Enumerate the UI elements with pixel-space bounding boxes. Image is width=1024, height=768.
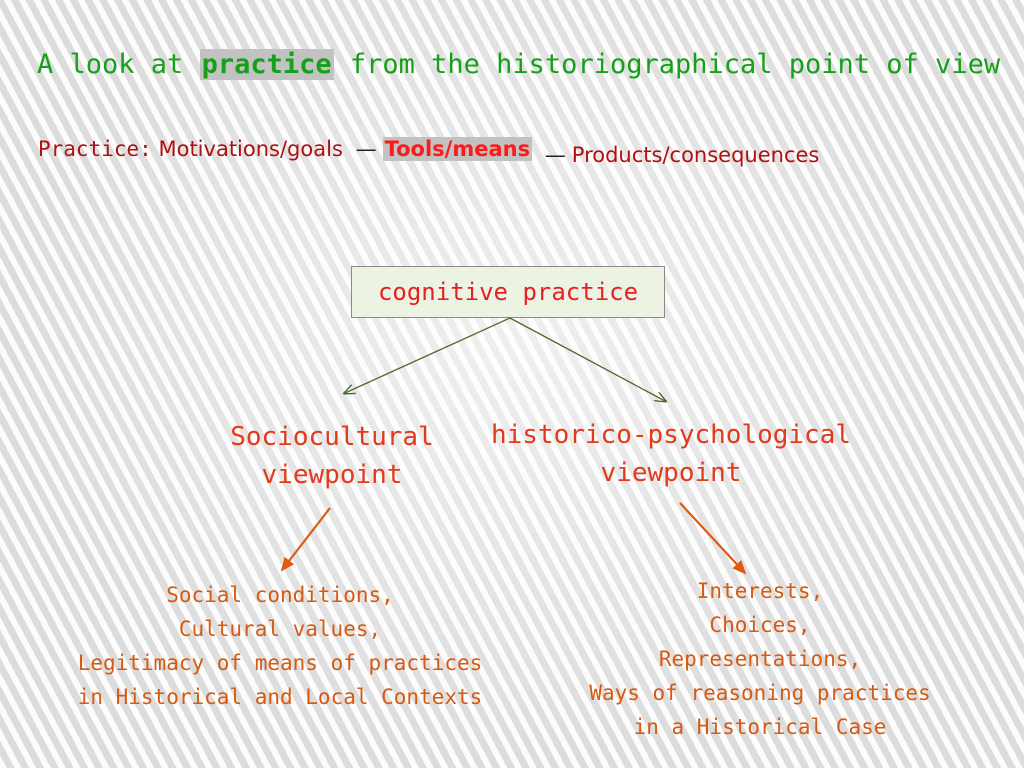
title-pre: A look at	[37, 49, 200, 80]
practice-label: Practice:	[38, 137, 152, 161]
list-item: Legitimacy of means of practices	[77, 651, 483, 675]
list-item: Representations,	[658, 647, 862, 671]
list-item: Cultural values,	[178, 617, 382, 641]
list-item: Interests,	[696, 579, 824, 603]
dash-separator: —	[355, 137, 377, 161]
viewpoint-line: Sociocultural	[230, 422, 434, 452]
list-item: Social conditions,	[166, 583, 394, 607]
practice-line: Practice: Motivations/goals —Tools/means…	[38, 137, 819, 167]
list-item: Ways of reasoning practices	[589, 681, 931, 705]
dash-separator: —	[544, 143, 566, 167]
title-highlight: practice	[199, 49, 334, 80]
viewpoint-line: viewpoint	[261, 460, 403, 490]
historico-list: Interests, Choices, Representations, Way…	[550, 574, 970, 744]
arrow-to-interests-list	[679, 502, 747, 575]
root-label: cognitive practice	[377, 278, 639, 306]
tools-text: Tools/means	[382, 137, 533, 161]
list-item: in a Historical Case	[633, 715, 887, 739]
sociocultural-list: Social conditions, Cultural values, Legi…	[40, 578, 520, 714]
list-item: in Historical and Local Contexts	[77, 685, 483, 709]
cognitive-practice-box: cognitive practice	[351, 266, 665, 318]
viewpoint-line: historico-psychological	[490, 420, 852, 450]
slide-title: A look at practice from the historiograp…	[37, 49, 1000, 80]
arrow-to-social-list	[280, 507, 331, 572]
arrow-to-sociocultural	[345, 317, 511, 393]
products-text: Products/consequences	[571, 143, 820, 167]
list-item: Choices,	[709, 613, 811, 637]
motivations-text: Motivations/goals	[158, 137, 343, 161]
arrow-to-historico	[509, 317, 665, 401]
viewpoint-line: viewpoint	[600, 458, 742, 488]
title-post: from the historiographical point of view	[333, 49, 1001, 80]
historico-psychological-viewpoint: historico-psychological viewpoint	[476, 416, 866, 492]
sociocultural-viewpoint: Sociocultural viewpoint	[212, 418, 452, 494]
